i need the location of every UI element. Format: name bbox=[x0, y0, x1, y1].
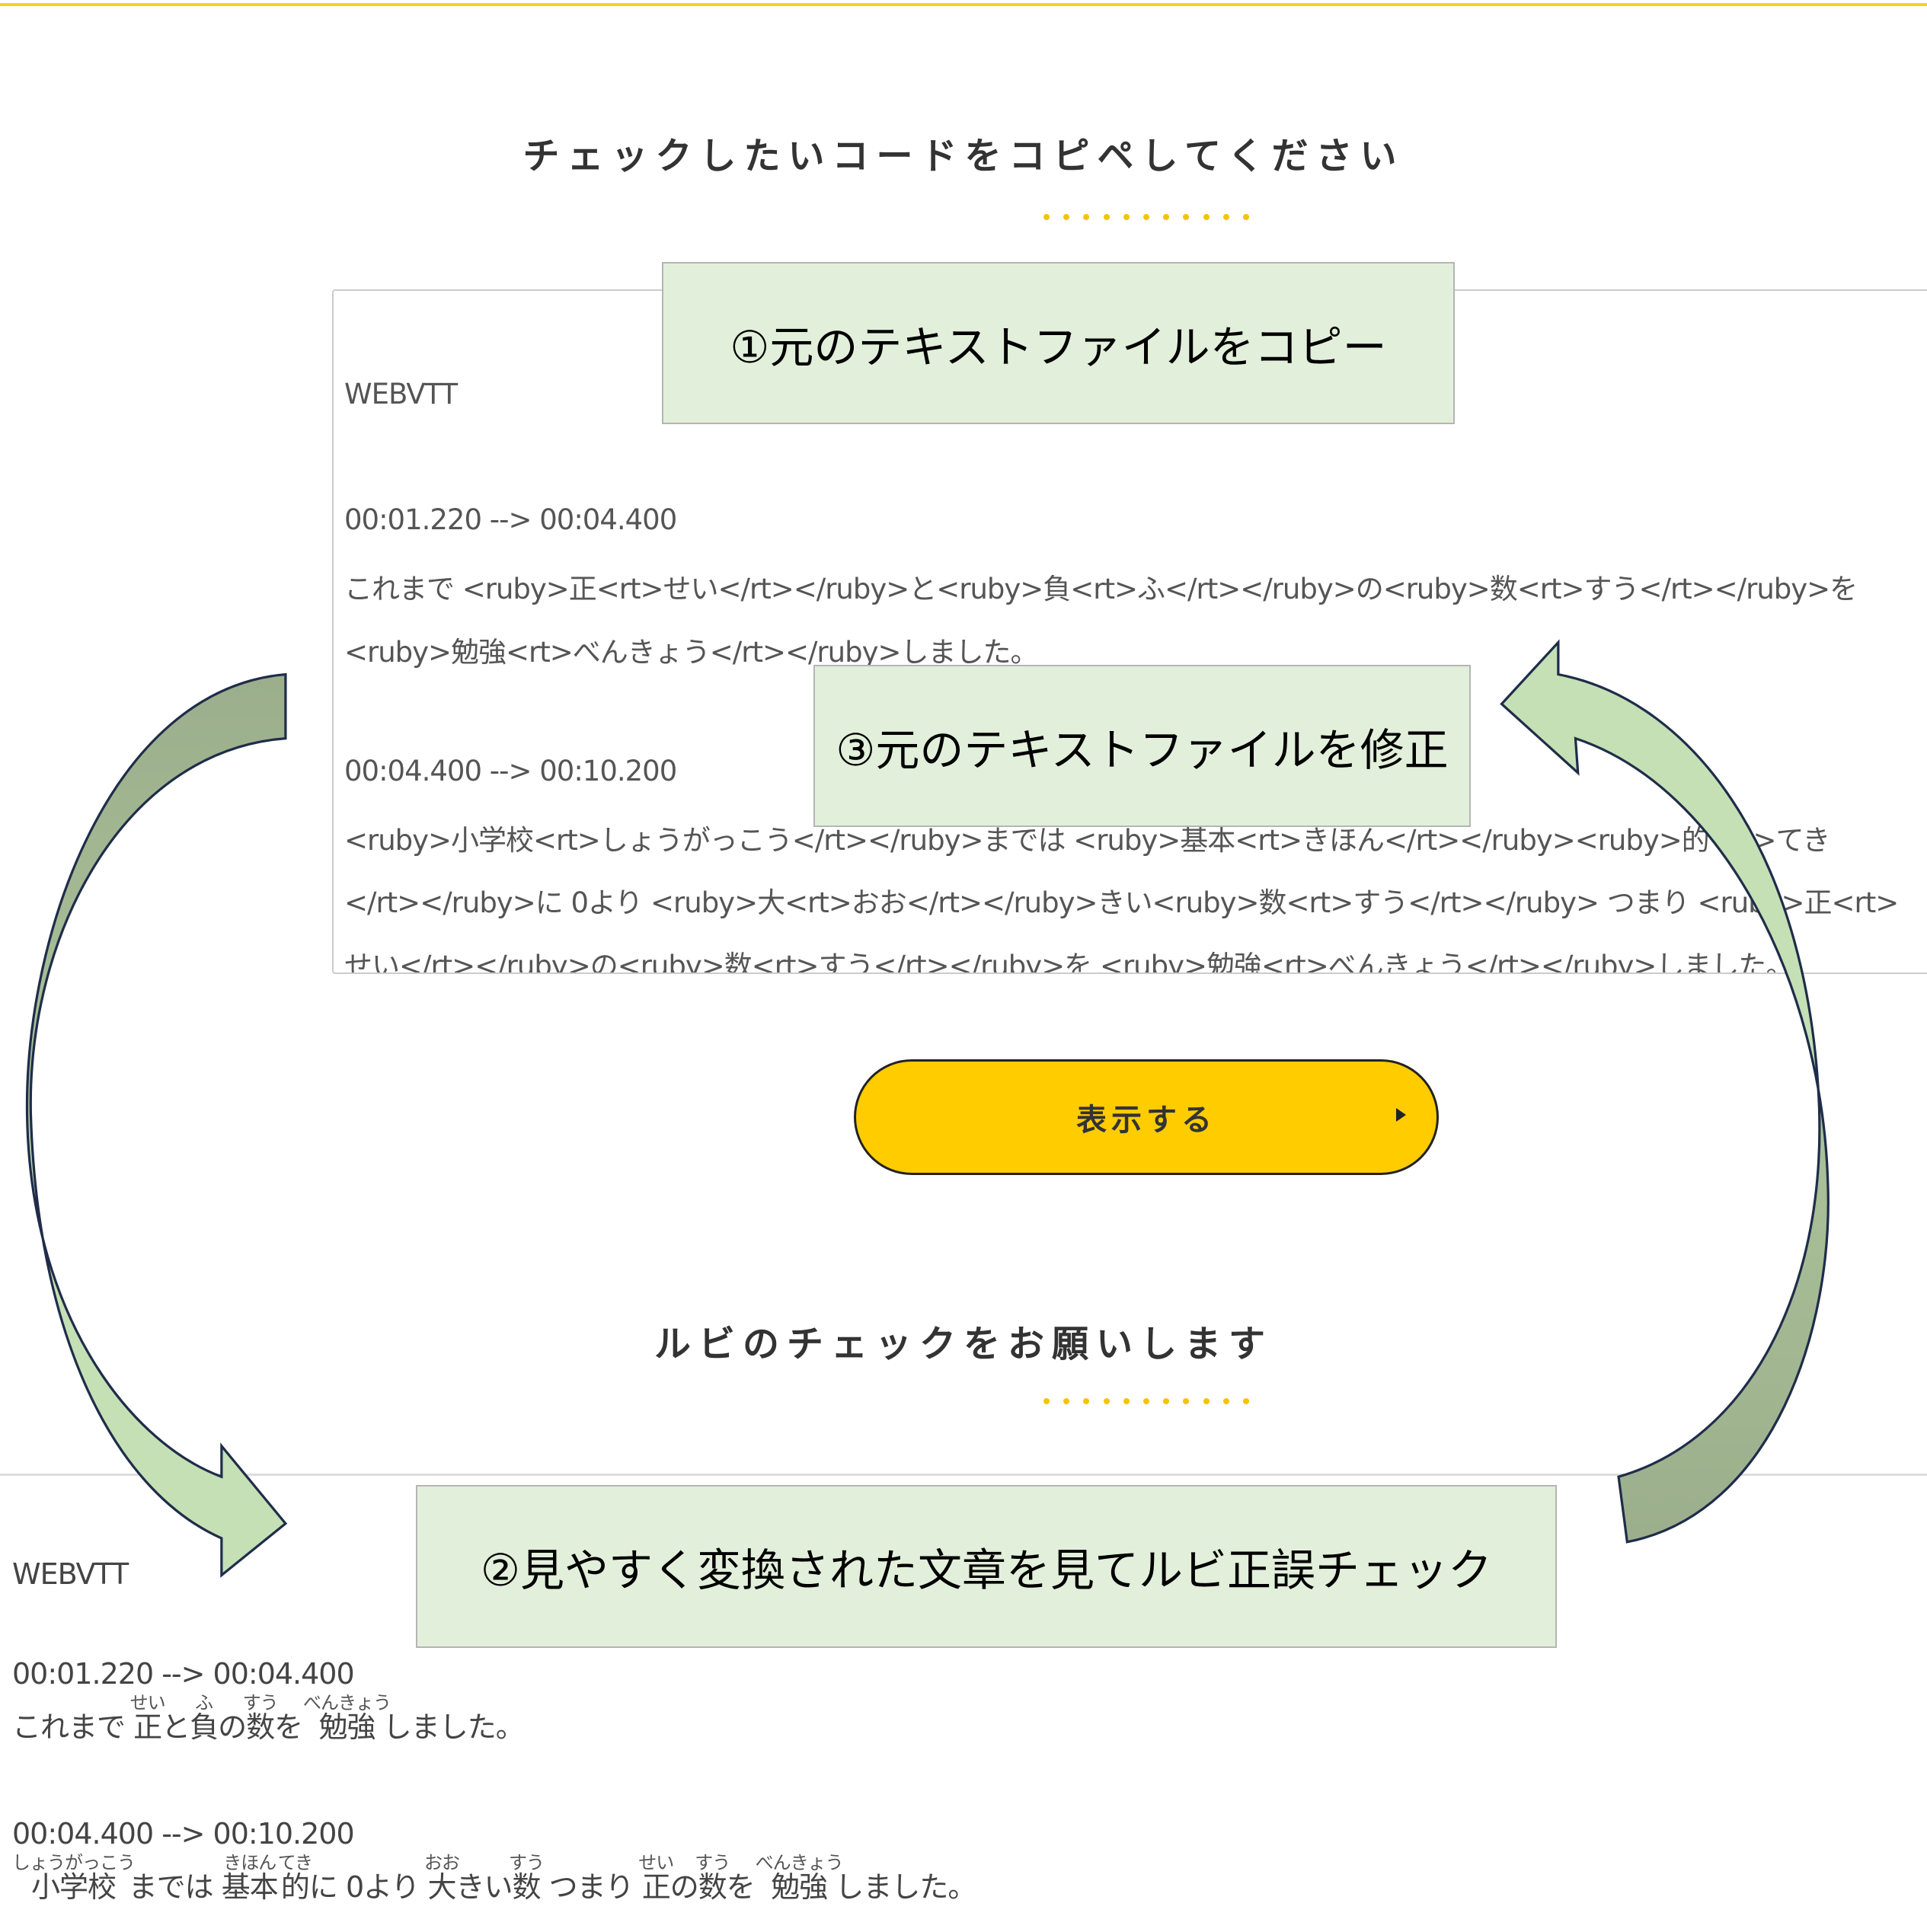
ruby-reading: おお bbox=[424, 1852, 460, 1873]
step2-callout: ②見やすく変換された文章を見てルビ正誤チェック bbox=[416, 1485, 1557, 1648]
ruby-base: 正 bbox=[129, 1710, 166, 1744]
ruby-reading: せい bbox=[129, 1692, 166, 1713]
ruby-word: 小学校しょうがっこう bbox=[12, 1852, 136, 1904]
code-line: 00:04.400 --> 00:10.200 bbox=[344, 755, 677, 787]
plain-text: を bbox=[274, 1710, 312, 1744]
plain-text: これまで bbox=[12, 1710, 134, 1744]
title-dots-divider bbox=[1043, 1398, 1249, 1406]
plain-text: しました。 bbox=[835, 1870, 976, 1904]
input-section-title: チェックしたいコードをコピペしてください bbox=[522, 135, 1405, 177]
ruby-reading: べんきょう bbox=[755, 1852, 844, 1873]
ruby-word: 正せい bbox=[130, 1692, 166, 1744]
plain-text: までは bbox=[128, 1870, 222, 1904]
ruby-reading: すう bbox=[695, 1852, 730, 1873]
ruby-reading: しょうがっこう bbox=[12, 1852, 136, 1873]
code-line: </rt></ruby>に 0より <ruby>大<rt>おお</rt></ru… bbox=[344, 886, 1899, 919]
ruby-base: 勉強 bbox=[303, 1710, 391, 1744]
ruby-word: 数すう bbox=[695, 1852, 730, 1904]
ruby-reading: せい bbox=[638, 1852, 674, 1873]
plain-text: を bbox=[726, 1870, 763, 1904]
cue-time: 00:01.220 --> 00:04.400 bbox=[12, 1657, 355, 1691]
cue-ruby-text: 小学校しょうがっこうまでは 基本きほん的てきに 0より 大おおきい数すう つまり… bbox=[12, 1852, 976, 1905]
ruby-base: 大 bbox=[424, 1870, 460, 1904]
plain-text: の bbox=[218, 1710, 247, 1744]
output-header: WEBVTT bbox=[12, 1557, 129, 1591]
code-line: これまで <ruby>正<rt>せい</rt></ruby>と<ruby>負<r… bbox=[344, 573, 1858, 605]
top-accent-line bbox=[0, 3, 1927, 6]
ruby-word: 負ふ bbox=[190, 1692, 219, 1744]
ruby-reading: すう bbox=[509, 1852, 545, 1873]
ruby-base: 小学校 bbox=[12, 1870, 136, 1904]
ruby-word: 数すう bbox=[509, 1852, 545, 1904]
ruby-reading: てき bbox=[277, 1852, 313, 1873]
code-line: <ruby>勉強<rt>べんきょう</rt></ruby>しました。 bbox=[344, 636, 1038, 669]
ruby-reading: きほん bbox=[221, 1852, 279, 1873]
play-triangle-icon bbox=[1396, 1108, 1406, 1122]
step3-callout: ③元のテキストファイルを修正 bbox=[813, 665, 1471, 827]
ruby-base: 負 bbox=[190, 1710, 219, 1744]
ruby-base: 数 bbox=[695, 1870, 730, 1904]
plain-text: きい bbox=[455, 1870, 513, 1904]
title-dots-divider bbox=[1043, 214, 1249, 222]
ruby-reading: ふ bbox=[190, 1692, 219, 1713]
ruby-word: 基本きほん bbox=[221, 1852, 279, 1904]
ruby-base: 正 bbox=[638, 1870, 674, 1904]
code-line: せい</rt></ruby>の<ruby>数<rt>すう</rt></ruby>… bbox=[344, 950, 1794, 974]
plain-text: しました。 bbox=[382, 1710, 525, 1744]
ruby-word: 正せい bbox=[638, 1852, 674, 1904]
plain-text: つまり bbox=[540, 1870, 642, 1904]
plain-text: の bbox=[669, 1870, 699, 1904]
display-button[interactable]: 表示する bbox=[854, 1059, 1439, 1175]
ruby-word: 勉強べんきょう bbox=[756, 1852, 844, 1904]
ruby-base: 数 bbox=[242, 1710, 279, 1744]
plain-text: と bbox=[161, 1710, 190, 1744]
output-section-title: ルビのチェックをお願いします bbox=[654, 1323, 1273, 1365]
step1-callout: ①元のテキストファイルをコピー bbox=[662, 262, 1455, 424]
section-divider bbox=[0, 1474, 1927, 1476]
ruby-base: 的 bbox=[277, 1870, 313, 1904]
curved-arrow-down-icon bbox=[25, 672, 288, 1578]
ruby-word: 的てき bbox=[277, 1852, 313, 1904]
cue-time: 00:04.400 --> 00:10.200 bbox=[12, 1817, 355, 1851]
plain-text: に 0より bbox=[308, 1870, 428, 1904]
code-line: WEBVTT bbox=[344, 378, 458, 410]
ruby-word: 大おお bbox=[424, 1852, 460, 1904]
display-button-label: 表示する bbox=[1076, 1103, 1216, 1138]
ruby-reading: すう bbox=[242, 1692, 279, 1713]
ruby-reading: べんきょう bbox=[303, 1692, 391, 1713]
ruby-base: 基本 bbox=[221, 1870, 279, 1904]
code-line: 00:01.220 --> 00:04.400 bbox=[344, 503, 677, 536]
ruby-base: 勉強 bbox=[755, 1870, 844, 1904]
ruby-word: 数すう bbox=[243, 1692, 279, 1744]
cue-ruby-text: これまで 正せいと負ふの数すうを 勉強べんきょうしました。 bbox=[12, 1692, 525, 1745]
ruby-base: 数 bbox=[509, 1870, 545, 1904]
ruby-word: 勉強べんきょう bbox=[303, 1692, 391, 1744]
